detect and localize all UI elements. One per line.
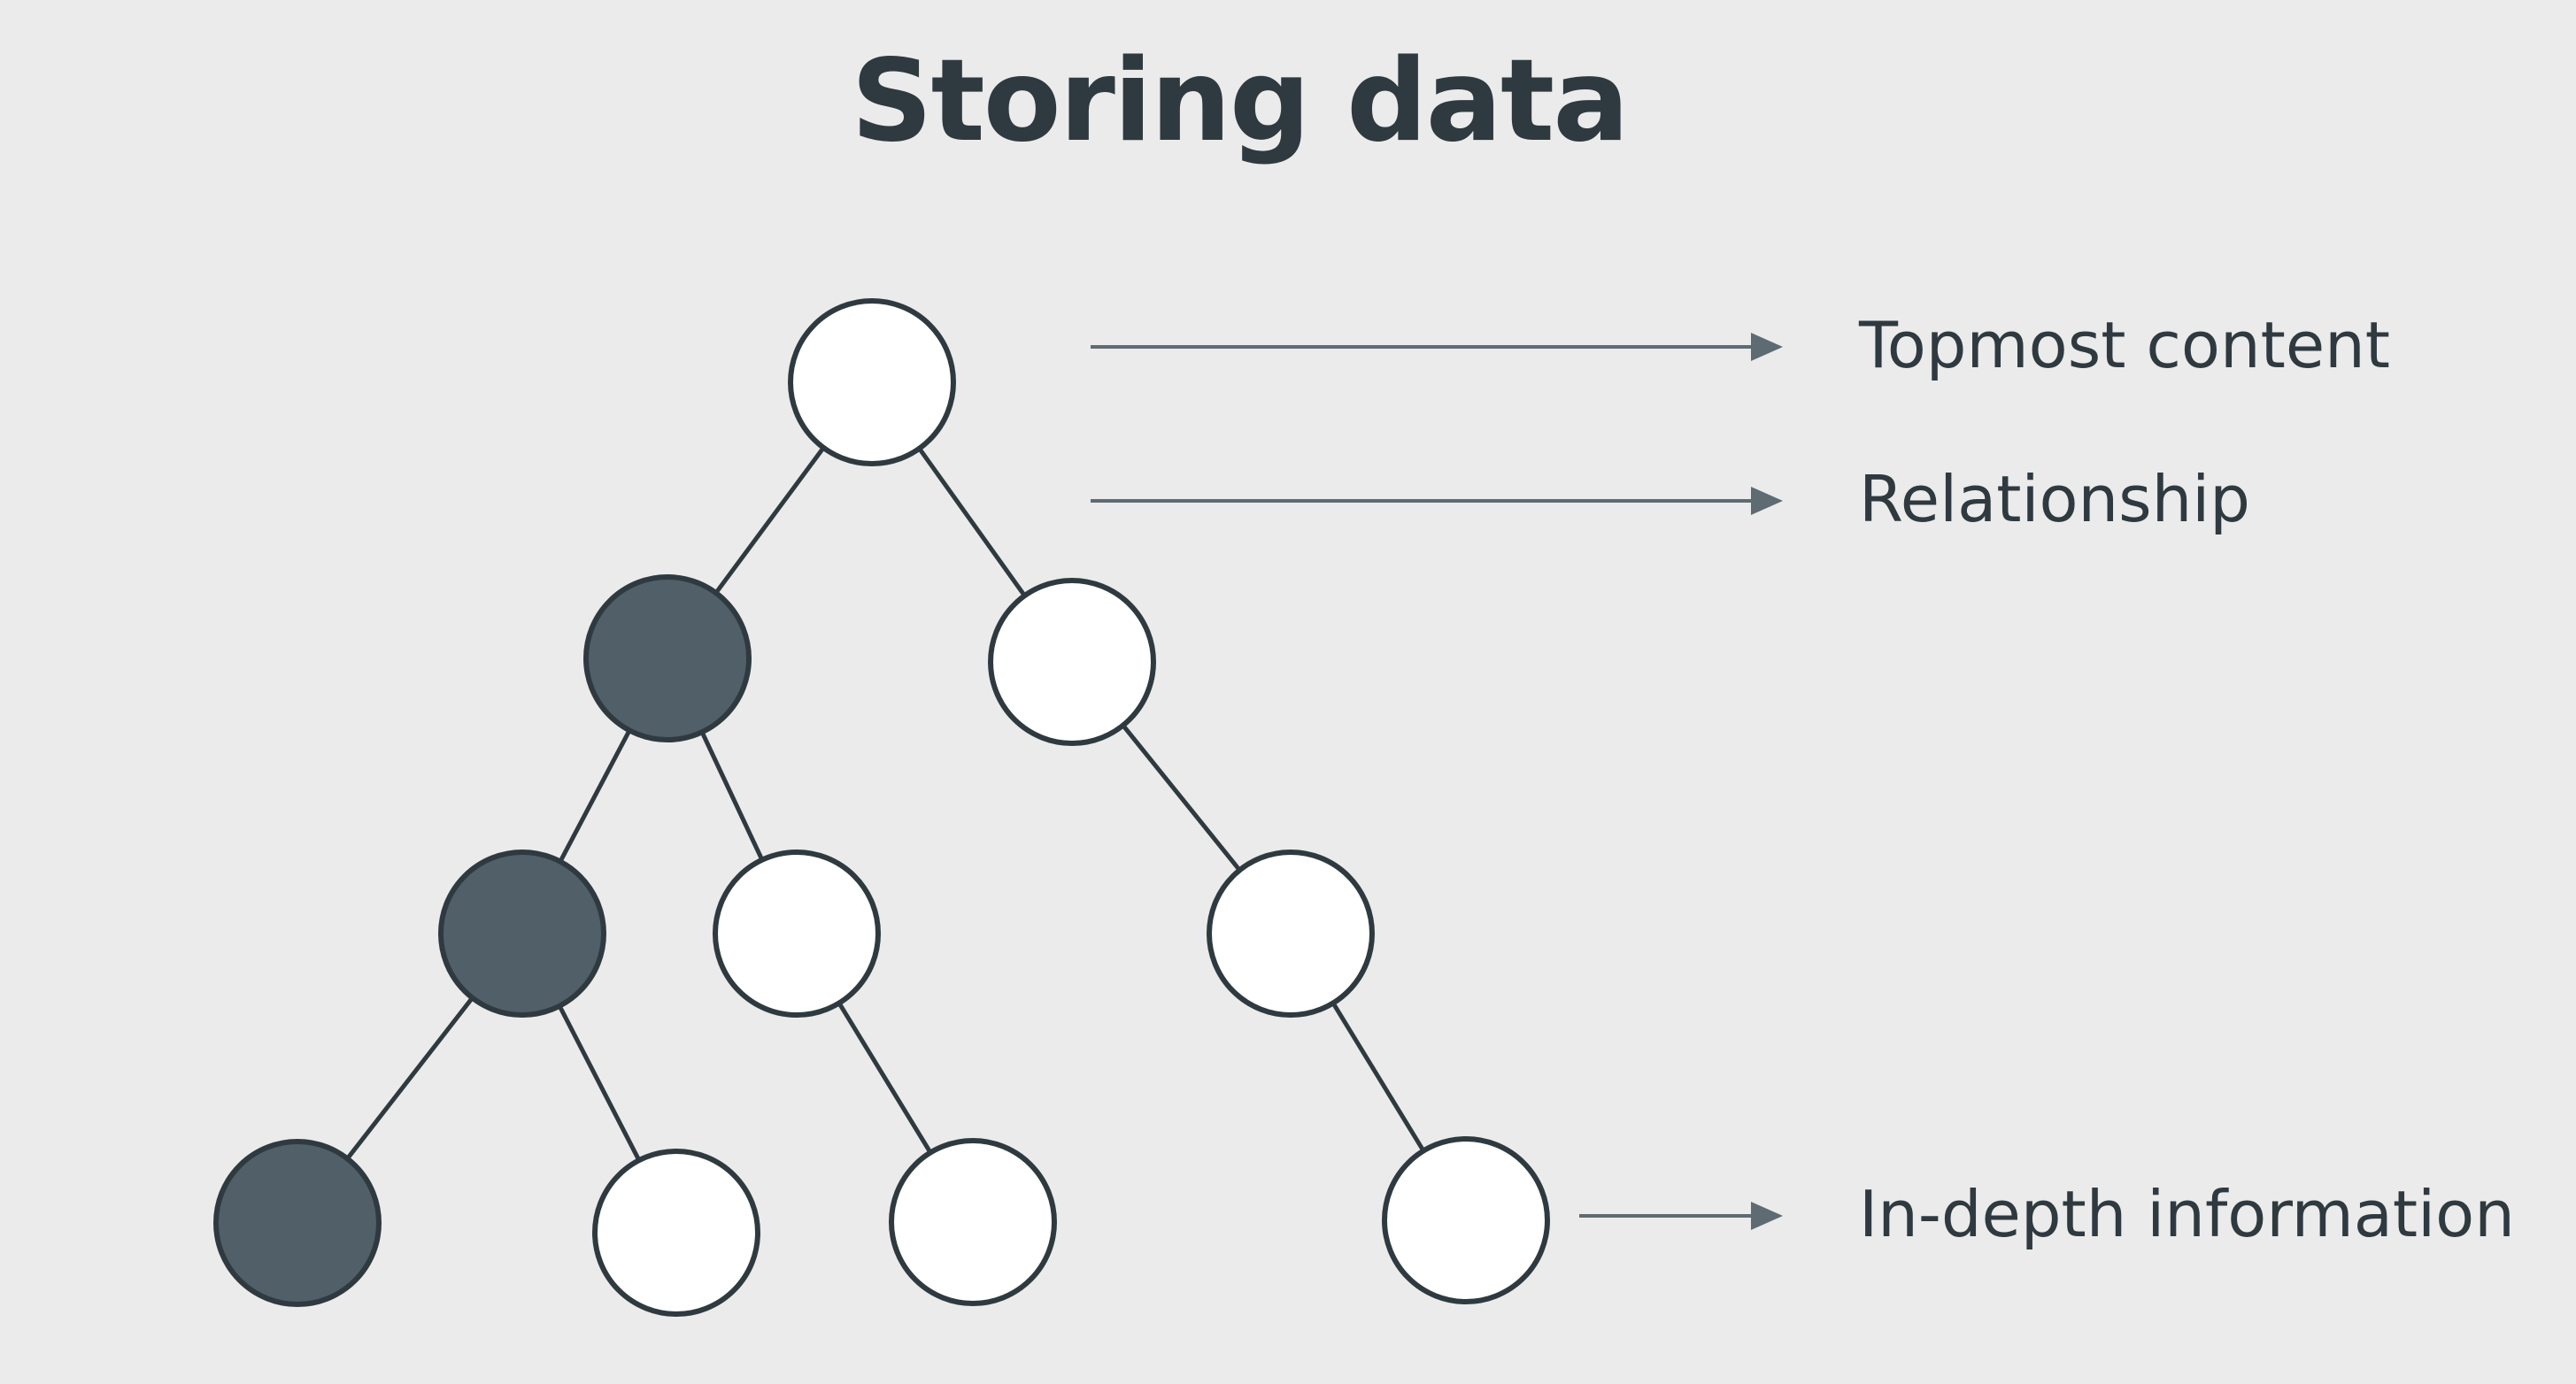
tree-edge-n4-n8 (837, 1002, 933, 1154)
label-in-depth-information: In-depth information (1859, 1177, 2515, 1251)
tree-node-n4-empty (713, 850, 881, 1018)
label-relationship: Relationship (1859, 462, 2250, 536)
tree-node-n3-filled (438, 850, 606, 1018)
tree-edge-n5-n9 (1330, 1002, 1426, 1152)
tree-edge-n3-n7 (557, 1004, 642, 1162)
tree-edge-n3-n6 (345, 996, 474, 1160)
tree-nodes (213, 298, 1550, 1317)
label-topmost-content: Topmost content (1859, 308, 2390, 382)
tree-edge-n1-n4 (699, 731, 765, 861)
tree-edge-n1-n3 (558, 729, 632, 863)
tree-node-n6-filled (213, 1139, 382, 1307)
tree-edge-n0-n1 (713, 446, 826, 595)
tree-node-n0-empty (788, 298, 956, 466)
tree-node-n7-empty (592, 1149, 760, 1317)
tree-edge-n2-n5 (1121, 724, 1242, 872)
tree-node-n2-empty (988, 578, 1156, 746)
tree-node-n8-empty (889, 1138, 1057, 1306)
tree-edge-n0-n2 (917, 447, 1027, 597)
tree-edges (345, 446, 1426, 1162)
tree-node-n5-empty (1207, 850, 1375, 1018)
page-title: Storing data (851, 35, 1629, 167)
tree-node-n9-empty (1382, 1136, 1550, 1304)
tree-node-n1-filled (583, 574, 752, 742)
